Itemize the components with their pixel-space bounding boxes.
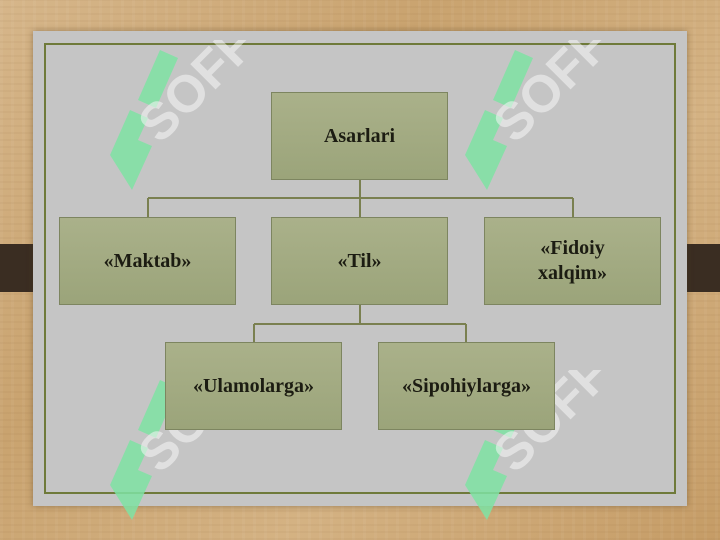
node-root-asarlari: Asarlari: [271, 92, 448, 180]
node-til: «Til»: [271, 217, 448, 305]
slide-frame: [44, 43, 676, 494]
node-fidoiy-xalqim: «Fidoiy xalqim»: [484, 217, 661, 305]
node-maktab: «Maktab»: [59, 217, 236, 305]
node-ulamolarga: «Ulamolarga»: [165, 342, 342, 430]
watermark-logo-top-right: SOFF: [465, 40, 622, 190]
node-sipohiylarga: «Sipohiylarga»: [378, 342, 555, 430]
watermark-logo-top-left: SOFF: [110, 40, 267, 190]
